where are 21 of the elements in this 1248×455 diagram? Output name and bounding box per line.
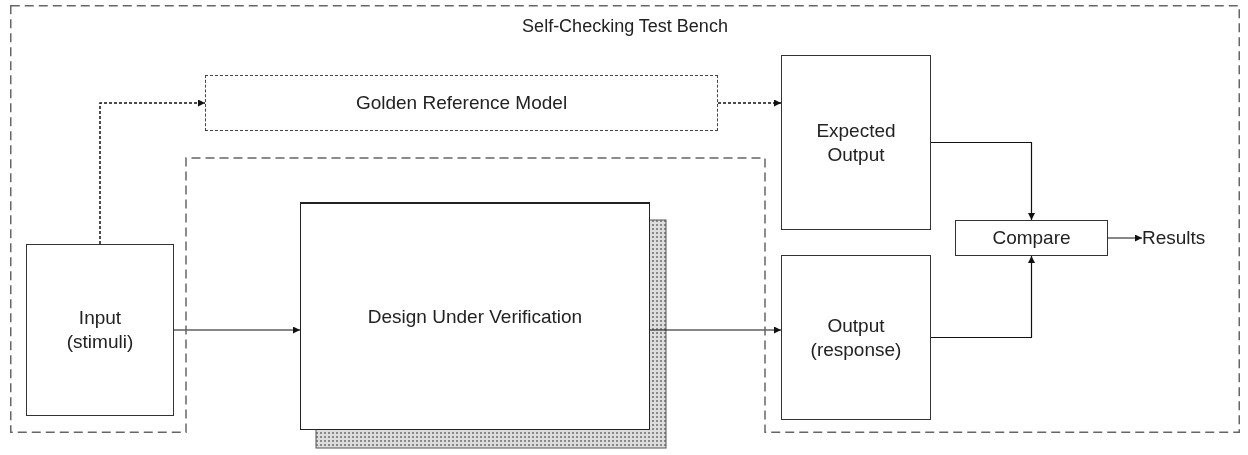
node-label: Design Under Verification [367, 304, 583, 329]
arrow [930, 141, 1035, 221]
arrow [717, 99, 782, 107]
arrow [1107, 234, 1143, 242]
arrow [649, 326, 782, 334]
process-box [781, 55, 931, 230]
node-label: Self-Checking Test Bench [521, 15, 729, 38]
node-label: Compare [992, 226, 1071, 250]
process-box [781, 255, 931, 420]
process-box [955, 220, 1108, 256]
arrow [99, 99, 206, 245]
arrow [173, 326, 301, 334]
node-label: Expected Output [815, 118, 897, 167]
design-box [300, 202, 650, 430]
node-label: Output (response) [809, 313, 903, 362]
node-label: Input (stimuli) [65, 306, 135, 354]
model-box [205, 75, 718, 131]
process-box [26, 244, 174, 416]
output-label: Results [1142, 226, 1206, 250]
node-label: Golden Reference Model [355, 91, 568, 115]
arrow [930, 255, 1035, 339]
